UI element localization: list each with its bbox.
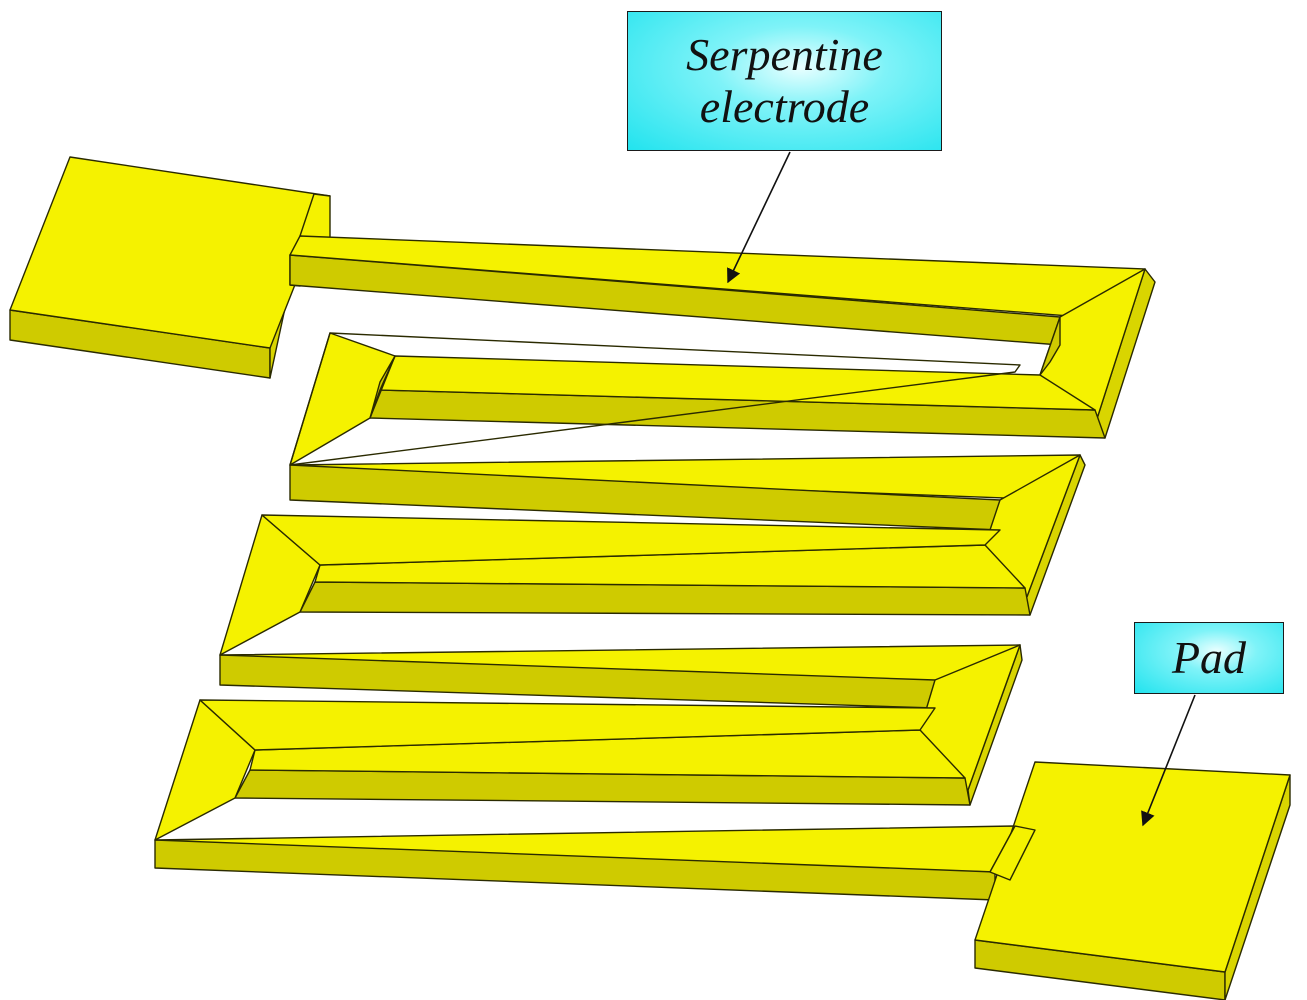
left-pad (9, 156, 331, 379)
serpentine-electrode-callout: Serpentine electrode (627, 11, 942, 151)
arm-4 (219, 514, 1031, 656)
arm-5 (219, 644, 1023, 806)
right-pad (974, 761, 1291, 1000)
arm-6 (154, 699, 971, 841)
arm-1-top (289, 235, 1156, 439)
serpentine-label-line1: Serpentine (686, 29, 883, 81)
pad-callout-arrow (1141, 694, 1196, 827)
serpentine-label-line2: electrode (699, 81, 870, 132)
arm-7-bottom (154, 825, 1016, 901)
pad-label: Pad (1171, 632, 1247, 684)
arm-2 (289, 332, 1106, 466)
pad-callout: Pad (1134, 622, 1284, 694)
serpentine-callout-arrow (727, 151, 791, 284)
